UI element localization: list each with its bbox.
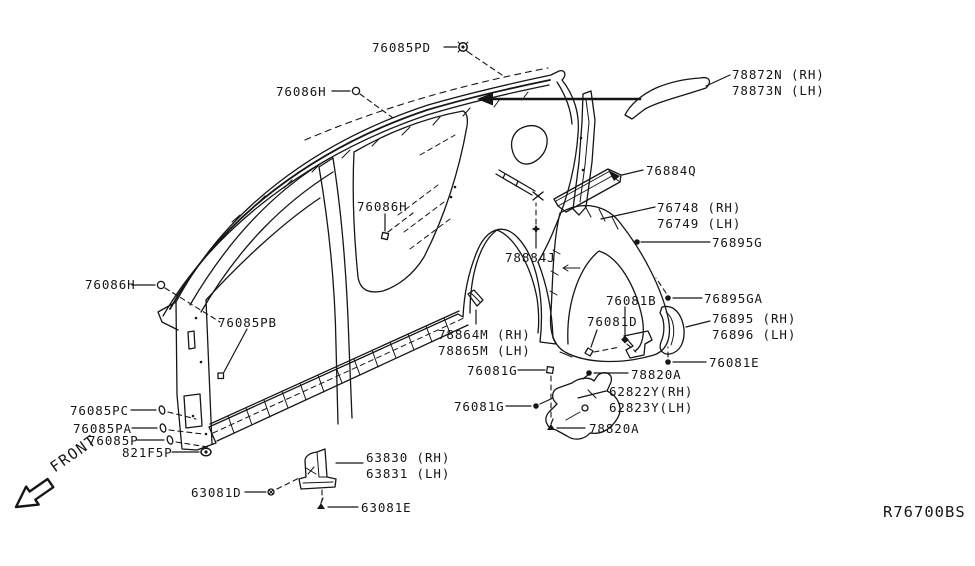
part-label-76086H-left: 76086H: [85, 277, 136, 292]
part-label-76085PD: 76085PD: [372, 40, 431, 55]
part-label-76081G-lower: 76081G: [454, 399, 505, 414]
part-label-76895G: 76895G: [712, 235, 763, 250]
sail-finisher-part-78872N: [625, 78, 709, 119]
fuel-lid-opening: [512, 126, 548, 164]
bracket-part-63830: [299, 449, 336, 489]
part-label-78820A-upper: 78820A: [631, 367, 682, 382]
part-label-76081D: 76081D: [587, 314, 638, 329]
part-label-76085P: 76085P: [88, 433, 139, 448]
clip-diamond-icon: [621, 335, 629, 344]
roof-rail-hatching: [232, 92, 528, 222]
clip-pin-icon: [158, 348, 593, 445]
rail-strip-part-76884Q: [554, 169, 621, 212]
front-direction-arrow: [16, 479, 53, 507]
rocker-hatching: [228, 318, 450, 433]
clip-circle-icon: [352, 87, 359, 94]
clip-circle-icon: [157, 281, 164, 288]
part-label-76081E: 76081E: [709, 355, 760, 370]
part-label-78820A-lower: 78820A: [589, 421, 640, 436]
part-label-76081G-upper: 76081G: [467, 363, 518, 378]
quarter-window-hatching: [398, 135, 455, 249]
clip-x-icon: [533, 192, 543, 200]
part-label-78884J: 78884J: [505, 250, 556, 265]
clip-star-icon: [531, 224, 541, 234]
clip-triangle-icon: [317, 419, 555, 509]
screw-icon: [268, 489, 274, 495]
part-label-821F5P: 821F5P: [122, 445, 173, 460]
part-label-78872N: 78872N (RH) 78873N (LH): [732, 67, 825, 98]
mud-guard-part-62822Y: [546, 373, 620, 439]
part-label-76895: 76895 (RH) 76896 (LH): [712, 311, 797, 342]
clip-dot-icon: [533, 239, 671, 409]
part-label-76086H-mid: 76086H: [357, 199, 408, 214]
bracket-part-76895: [660, 306, 684, 354]
part-label-76081B: 76081B: [606, 293, 657, 308]
part-label-78864M: 78864M (RH) 78865M (LH): [438, 327, 531, 358]
strip-part-78864M: [468, 290, 483, 306]
leader-lines: [131, 47, 730, 507]
dashed-leader-lines: [165, 52, 668, 501]
part-label-63081D: 63081D: [191, 485, 242, 500]
part-label-76086H-top: 76086H: [276, 84, 327, 99]
part-label-76085PA: 76085PA: [73, 421, 132, 436]
clip-square-icon: [218, 232, 553, 378]
part-label-76748: 76748 (RH) 76749 (LH): [657, 200, 742, 231]
car-body-side-panel-outline: [158, 68, 595, 450]
part-label-76884Q: 76884Q: [646, 163, 697, 178]
part-label-63081E: 63081E: [361, 500, 412, 515]
grommet-icon: [201, 448, 211, 456]
wheelhouse-liner-part-76748: [550, 206, 669, 362]
direction-arrow: [477, 92, 640, 106]
part-label-63830: 63830 (RH) 63831 (LH): [366, 450, 451, 481]
roof-molding-dashed-line: [305, 68, 548, 140]
part-label-76085PB: 76085PB: [218, 315, 277, 330]
grommet-icon: [458, 42, 468, 52]
part-label-76085PC: 76085PC: [70, 403, 129, 418]
part-label-62822Y: 62822Y(RH) 62823Y(LH): [609, 384, 694, 415]
drawing-reference-code: R76700BS: [883, 503, 966, 521]
part-label-76895GA: 76895GA: [704, 291, 763, 306]
